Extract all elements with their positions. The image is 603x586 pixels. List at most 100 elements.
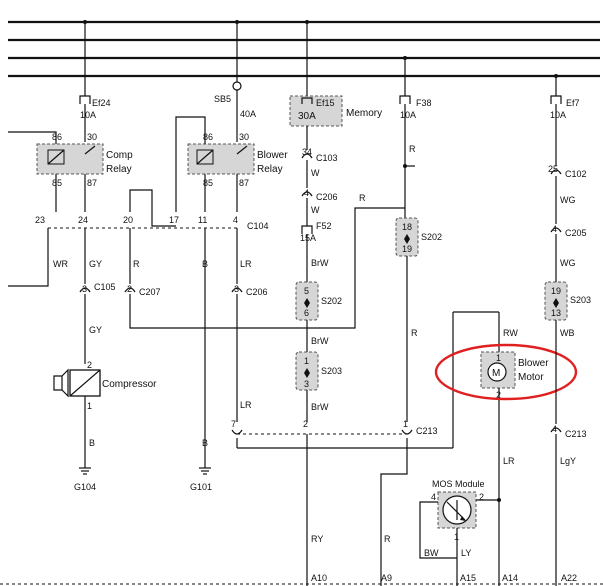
connector-name: C213: [565, 429, 587, 439]
svg-text:2: 2: [303, 419, 308, 429]
svg-text:W: W: [311, 205, 320, 215]
bottom-terminals: A10 A9 A15 A14 A22: [0, 573, 603, 585]
splice-name: S203: [321, 366, 342, 376]
fuse-sb5: SB5 40A: [214, 20, 256, 142]
connector-name: C105: [94, 282, 116, 292]
svg-text:85: 85: [203, 178, 213, 188]
fuse-name: F38: [416, 98, 432, 108]
svg-text:WG: WG: [560, 258, 576, 268]
svg-text:BrW: BrW: [311, 402, 329, 412]
svg-text:BrW: BrW: [311, 258, 329, 268]
connector-name: C103: [316, 153, 338, 163]
relay-label-line2: Relay: [257, 164, 283, 175]
svg-text:LR: LR: [503, 456, 515, 466]
fuse-rating: 10A: [400, 110, 416, 120]
fuse-rating: 15A: [300, 233, 316, 243]
svg-text:85: 85: [52, 178, 62, 188]
splice-s202-a: 5 6 S202 BrW: [295, 281, 342, 352]
fuse-rating: 40A: [240, 109, 256, 119]
svg-text:86: 86: [203, 132, 213, 142]
svg-text:A15: A15: [460, 573, 476, 583]
lower-left-wiring: WR GY 3 C105 GY R 2 C207 B B LR 3 C206 L…: [8, 207, 405, 468]
fuse-ef15-memory: Ef15 30A Memory 34 C103 W 4 C206 W F52 1…: [289, 20, 382, 282]
relay-label-line1: Comp: [106, 150, 133, 161]
svg-text:W: W: [311, 168, 320, 178]
blower-motor-highlight: [434, 343, 578, 401]
fuse-name: Ef7: [566, 98, 580, 108]
splice-name: S203: [570, 295, 591, 305]
svg-text:LR: LR: [240, 259, 252, 269]
svg-text:4: 4: [233, 215, 238, 225]
connector-name: C104: [247, 221, 269, 231]
component-label: MOS Module: [432, 479, 485, 489]
svg-text:4: 4: [552, 424, 557, 434]
svg-text:30: 30: [87, 132, 97, 142]
svg-text:G104: G104: [74, 482, 96, 492]
svg-text:4: 4: [304, 188, 309, 198]
svg-text:1: 1: [403, 419, 408, 429]
svg-text:23: 23: [35, 215, 45, 225]
svg-text:R: R: [384, 534, 391, 544]
svg-text:BW: BW: [424, 548, 439, 558]
svg-text:19: 19: [402, 244, 412, 254]
svg-text:4: 4: [431, 492, 436, 502]
svg-text:A14: A14: [502, 573, 518, 583]
svg-text:RW: RW: [503, 328, 518, 338]
svg-text:R: R: [133, 259, 140, 269]
svg-text:G101: G101: [190, 482, 212, 492]
svg-text:R: R: [409, 144, 416, 154]
svg-text:B: B: [89, 438, 95, 448]
svg-text:LgY: LgY: [560, 456, 576, 466]
svg-text:5: 5: [304, 286, 309, 296]
fuse-name: SB5: [214, 94, 231, 104]
relay-label-line1: Blower: [257, 150, 288, 161]
svg-text:4: 4: [552, 224, 557, 234]
component-label-line2: Motor: [518, 372, 544, 383]
svg-text:GY: GY: [89, 325, 102, 335]
connector-name: C206: [316, 192, 338, 202]
fuse-rating: 10A: [550, 110, 566, 120]
svg-text:2: 2: [127, 284, 132, 294]
fuse-ef7: Ef7 10A 25 C102 WG 4 C205 WG 19 13 S203 …: [544, 74, 591, 586]
fuse-name: F52: [316, 221, 332, 231]
component-label: Compressor: [102, 379, 157, 390]
fuse-f38: F38 10A R 18 19 S202 R: [395, 56, 442, 422]
comp-relay: 86 30 85 87 Comp Relay: [8, 131, 133, 212]
svg-text:2: 2: [87, 360, 92, 370]
svg-text:2: 2: [479, 492, 484, 502]
compressor: 2 Compressor 1 B: [53, 360, 157, 468]
connector-name: C205: [565, 228, 587, 238]
svg-text:1: 1: [304, 356, 309, 366]
connector-name: C102: [565, 169, 587, 179]
splice-name: S202: [421, 232, 442, 242]
memory-label: Memory: [346, 108, 382, 119]
svg-text:87: 87: [87, 178, 97, 188]
svg-text:3: 3: [234, 284, 239, 294]
fuse-rating: 10A: [80, 110, 96, 120]
connector-name: C213: [416, 426, 438, 436]
svg-text:A9: A9: [381, 573, 392, 583]
svg-text:A22: A22: [561, 573, 577, 583]
power-bus-lines: [8, 20, 600, 78]
svg-text:RY: RY: [311, 534, 323, 544]
svg-text:19: 19: [551, 286, 561, 296]
mos-module: MOS Module 4 2 1 BW LY: [419, 479, 499, 586]
ground-g101: G101: [190, 467, 212, 492]
wire-color: R: [359, 193, 366, 203]
svg-text:6: 6: [304, 308, 309, 318]
ground-g104: G104: [74, 467, 96, 492]
svg-text:LY: LY: [461, 548, 471, 558]
relay-label-line2: Relay: [106, 164, 132, 175]
svg-text:R: R: [411, 328, 418, 338]
svg-text:GY: GY: [89, 259, 102, 269]
svg-text:BrW: BrW: [311, 336, 329, 346]
svg-text:25: 25: [548, 164, 558, 174]
connector-c104: 23 24 20 17 11 4 C104: [35, 215, 269, 231]
svg-text:B: B: [202, 259, 208, 269]
svg-text:24: 24: [78, 215, 88, 225]
connector-name: C206: [246, 287, 268, 297]
svg-text:17: 17: [169, 215, 179, 225]
svg-text:7: 7: [231, 419, 236, 429]
svg-text:LR: LR: [240, 400, 252, 410]
